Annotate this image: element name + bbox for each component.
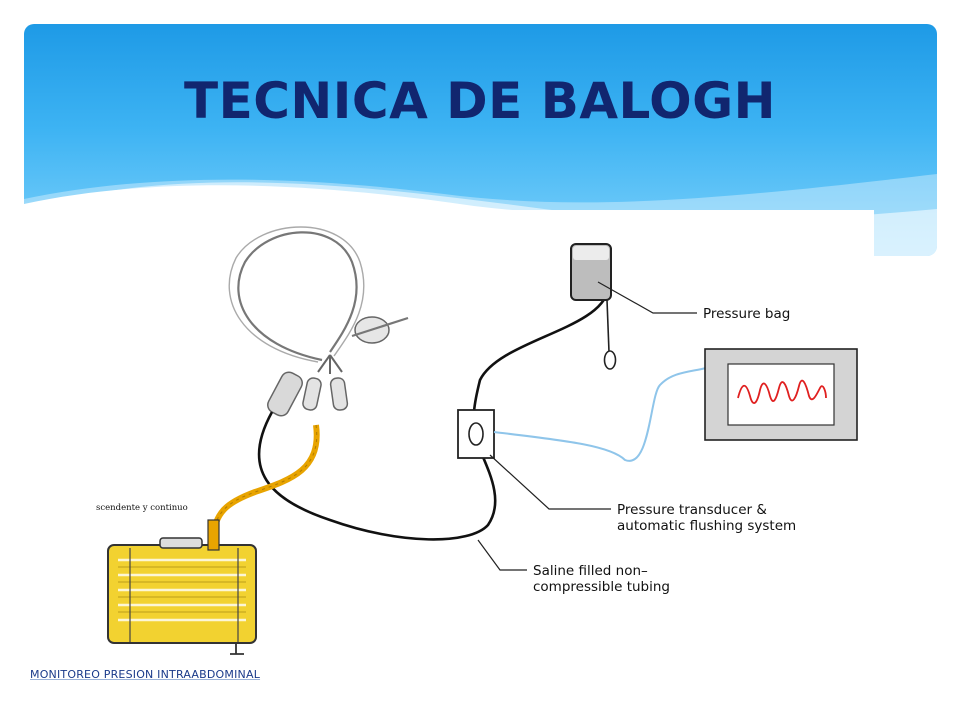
tubing-label-line1: Saline filled non– bbox=[533, 563, 648, 579]
tubing-leader bbox=[477, 539, 527, 571]
transducer-icon bbox=[457, 409, 495, 459]
transducer-label-line1: Pressure transducer & bbox=[617, 502, 767, 518]
pressure-bag-leader bbox=[597, 281, 697, 314]
pressure-bag-label: Pressure bag bbox=[703, 306, 790, 322]
transducer-leader bbox=[489, 454, 611, 510]
tubing-label-line2: compressible tubing bbox=[533, 579, 670, 595]
pressure-waveform bbox=[737, 379, 827, 404]
monitor-icon bbox=[704, 348, 858, 441]
footer-caption: MONITOREO PRESION INTRAABDOMINAL bbox=[30, 668, 261, 681]
transducer-label-line2: automatic flushing system bbox=[617, 518, 796, 534]
pressure-bag-icon bbox=[570, 243, 617, 370]
drain-caption: scendente y continuo bbox=[96, 503, 188, 513]
urine-bag-icon bbox=[107, 519, 257, 655]
foley-catheter-icon bbox=[228, 226, 409, 417]
saline-tubing bbox=[257, 289, 610, 541]
page-title: TECNICA DE BALOGH bbox=[183, 72, 777, 130]
signal-cable bbox=[493, 367, 707, 462]
